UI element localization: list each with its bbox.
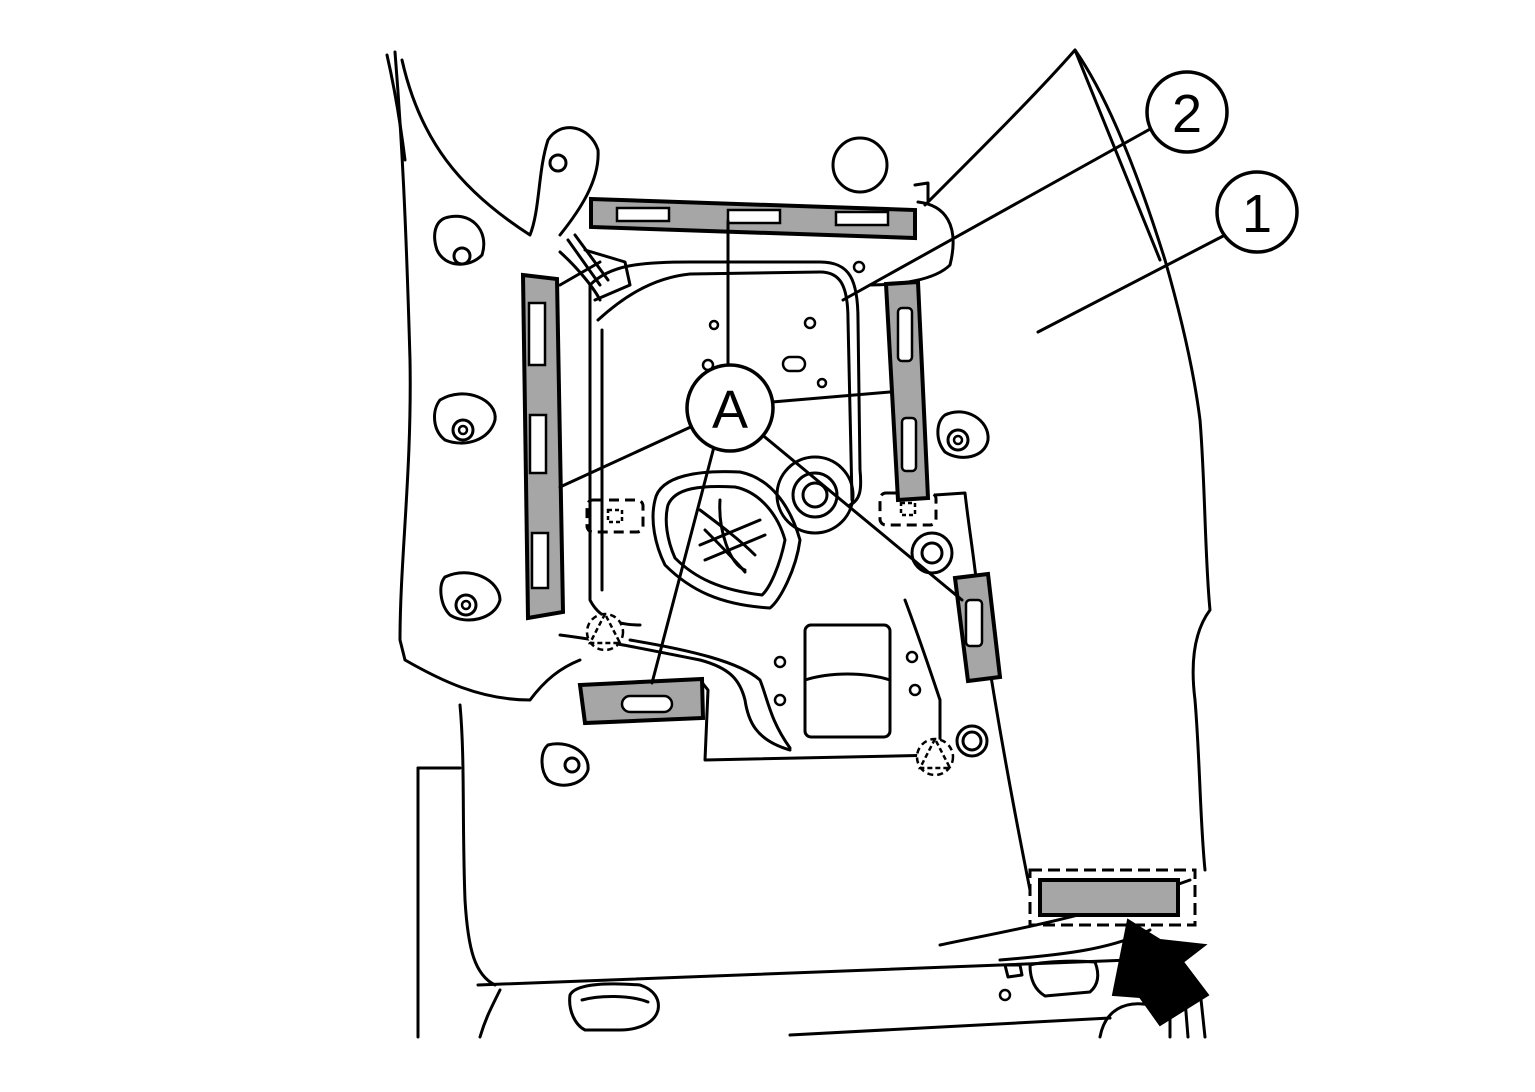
boss-left-4 bbox=[540, 742, 590, 787]
callout-2: 2 bbox=[1145, 70, 1229, 154]
callout-A: A bbox=[685, 363, 775, 453]
boss-right-1 bbox=[936, 410, 990, 459]
bottom-clips bbox=[568, 959, 1100, 1032]
callout-1-label: 1 bbox=[1242, 184, 1272, 244]
locator-triangle-icon bbox=[585, 611, 625, 652]
tape-strip-top bbox=[589, 196, 917, 241]
boss-left-2 bbox=[433, 392, 497, 445]
boss-top bbox=[831, 136, 889, 194]
tape-strip-bottom bbox=[1028, 868, 1197, 927]
trim-panel-outline bbox=[385, 48, 1212, 1039]
boss-right-2 bbox=[910, 531, 954, 575]
boss-left-3 bbox=[439, 571, 502, 622]
locator-triangle-icon bbox=[915, 736, 955, 777]
forward-arrow-icon bbox=[1111, 918, 1210, 1027]
callout-1: 1 bbox=[1215, 170, 1299, 254]
boss-top-left-tab bbox=[548, 153, 568, 173]
locator-marks bbox=[585, 491, 955, 777]
callout-A-label: A bbox=[712, 380, 748, 440]
callout-2-label: 2 bbox=[1172, 84, 1202, 144]
leader-lines bbox=[558, 126, 1229, 685]
boss-left-1 bbox=[433, 214, 486, 266]
tape-strip-right bbox=[883, 279, 931, 503]
boss-right-3 bbox=[955, 724, 989, 758]
tape-strip-left bbox=[520, 272, 566, 621]
locator-square-icon bbox=[585, 498, 645, 534]
tape-strips bbox=[520, 196, 1197, 927]
mounting-bosses bbox=[433, 136, 990, 787]
tape-strip-lower-left bbox=[577, 676, 706, 726]
tape-strip-lower-right bbox=[952, 571, 1003, 684]
